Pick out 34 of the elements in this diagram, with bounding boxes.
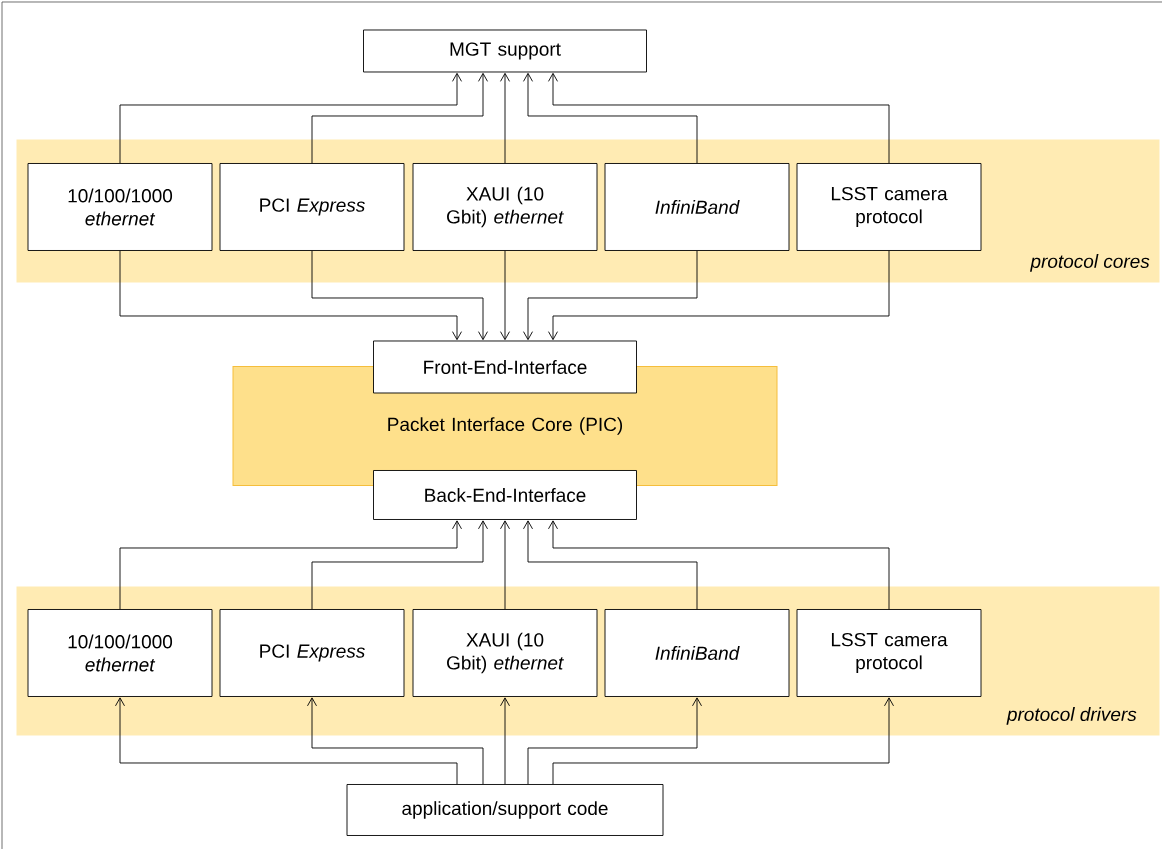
arrow <box>523 250 698 341</box>
process-box: PCI Express <box>219 163 405 251</box>
process-box: 10/100/1000 ethernet <box>27 609 213 697</box>
process-box: Front-End-Interface <box>373 340 637 394</box>
process-box: application/support code <box>346 784 664 836</box>
process-box: 10/100/1000 ethernet <box>27 163 213 251</box>
arrow <box>523 520 698 610</box>
arrow <box>552 697 894 785</box>
arrow <box>548 520 890 610</box>
arrow <box>311 520 488 610</box>
arrow <box>119 250 462 341</box>
arrow <box>548 250 890 341</box>
process-box: InfiniBand <box>604 609 790 697</box>
process-box: XAUI (10 Gbit) ethernet <box>412 609 598 697</box>
arrow <box>119 72 462 164</box>
arrow <box>500 72 510 164</box>
process-box: LSST camera protocol <box>796 163 982 251</box>
process-box: Back-End-Interface <box>373 470 637 520</box>
arrow <box>307 697 484 785</box>
arrow <box>548 72 890 164</box>
process-box: InfiniBand <box>604 163 790 251</box>
arrow <box>527 697 702 785</box>
arrow <box>500 520 510 610</box>
process-box: PCI Express <box>219 609 405 697</box>
arrow <box>500 697 510 785</box>
arrow <box>500 250 510 341</box>
arrow <box>523 72 698 164</box>
process-box: XAUI (10 Gbit) ethernet <box>412 163 598 251</box>
arrow <box>119 520 462 610</box>
arrow <box>311 72 488 164</box>
arrow <box>115 697 458 785</box>
arrow <box>311 250 488 341</box>
process-box: LSST camera protocol <box>796 609 982 697</box>
process-box: MGT support <box>363 29 647 73</box>
